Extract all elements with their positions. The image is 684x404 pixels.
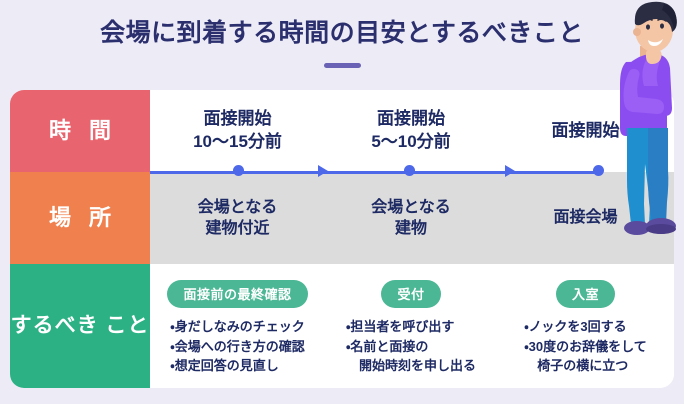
row-label-todo: するべき こと: [10, 264, 150, 388]
timeline-dot-1-icon: [233, 165, 244, 176]
cell-place-col2-text: 会場となる 建物: [371, 198, 451, 237]
timeline: [150, 165, 674, 177]
timeline-dot-2-icon: [404, 165, 415, 176]
badge-todo-col2: 受付: [381, 280, 441, 308]
cell-place-col1: 会場となる 建物付近: [150, 172, 325, 264]
cell-todo-col3: 入室 ・ノックを3回する ・30度のお辞儀をして 椅子の横に立つ: [497, 264, 674, 388]
cell-todo-col1: 面接前の最終確認 ・身だしなみのチェック ・会場への行き方の確認 ・想定回答の見…: [150, 264, 325, 388]
table-row-todo: するべき こと 面接前の最終確認 ・身だしなみのチェック ・会場への行き方の確認…: [10, 264, 674, 388]
bullets-todo-col2: ・担当者を呼び出す ・名前と面接の 開始時刻を申し出る: [345, 319, 476, 373]
cell-todo-col2: 受付 ・担当者を呼び出す ・名前と面接の 開始時刻を申し出る: [325, 264, 497, 388]
bullets-todo-col3: ・ノックを3回する ・30度のお辞儀をして 椅子の横に立つ: [524, 319, 647, 373]
timeline-arrow-2-icon: [505, 165, 515, 177]
table-row-place: 場 所 会場となる 建物付近 会場となる 建物 面接会場: [10, 172, 674, 264]
schedule-table-card: 時 間 面接開始 10〜15分前 面接開始 5〜10分前 面接開始 場 所 会場…: [10, 90, 674, 388]
timeline-dot-3-icon: [593, 165, 604, 176]
cell-place-col3: 面接会場: [497, 172, 674, 264]
page-title: 会場に到着する時間の目安とするべきこと: [100, 19, 584, 47]
row-content-time: 面接開始 10〜15分前 面接開始 5〜10分前 面接開始: [150, 90, 674, 172]
badge-todo-col1: 面接前の最終確認: [167, 280, 308, 308]
cell-time-col3-text: 面接開始: [551, 120, 620, 140]
cell-place-col3-text: 面接会場: [553, 209, 618, 227]
timeline-line: [150, 171, 599, 174]
cell-time-col1-text: 面接開始 10〜15分前: [193, 109, 282, 151]
badge-todo-col3: 入室: [555, 280, 615, 308]
cell-time-col3: 面接開始: [497, 90, 674, 172]
row-label-time: 時 間: [10, 90, 150, 172]
cell-time-col2: 面接開始 5〜10分前: [325, 90, 497, 172]
cell-place-col2: 会場となる 建物: [325, 172, 497, 264]
cell-place-col1-text: 会場となる 建物付近: [197, 198, 278, 237]
cell-time-col2-text: 面接開始 5〜10分前: [371, 109, 451, 151]
row-content-todo: 面接前の最終確認 ・身だしなみのチェック ・会場への行き方の確認 ・想定回答の見…: [150, 264, 674, 388]
timeline-arrow-1-icon: [318, 165, 328, 177]
bullets-todo-col1: ・身だしなみのチェック ・会場への行き方の確認 ・想定回答の見直し: [170, 319, 305, 373]
row-content-place: 会場となる 建物付近 会場となる 建物 面接会場: [150, 172, 674, 264]
title-divider-rule: [324, 63, 361, 68]
cell-time-col1: 面接開始 10〜15分前: [150, 90, 325, 172]
row-label-place: 場 所: [10, 172, 150, 264]
table-row-time: 時 間 面接開始 10〜15分前 面接開始 5〜10分前 面接開始: [10, 90, 674, 172]
header: 会場に到着する時間の目安とするべきこと: [0, 0, 684, 88]
